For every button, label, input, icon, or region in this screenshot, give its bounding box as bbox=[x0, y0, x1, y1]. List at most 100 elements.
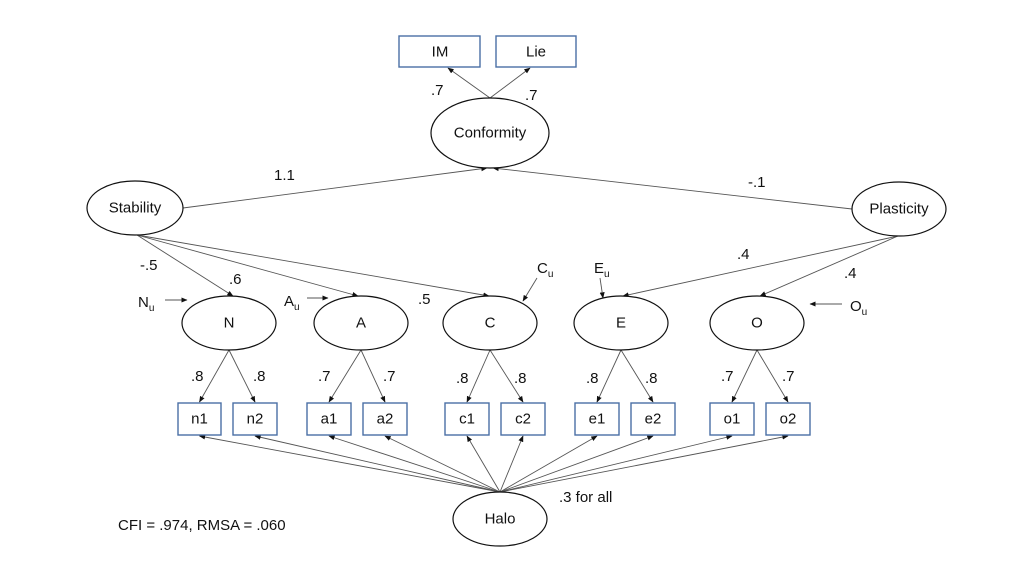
edge-plasticity-conformity bbox=[492, 166, 853, 210]
edge-conformity-im bbox=[447, 67, 491, 99]
path-label-a-a1: .7 bbox=[318, 368, 331, 385]
observed-e2: e2 bbox=[630, 402, 676, 436]
observed-label-e1: e1 bbox=[589, 411, 606, 428]
observed-label-a2: a2 bbox=[377, 411, 394, 428]
edge-a-a1 bbox=[328, 349, 362, 403]
residual-o: Ou bbox=[850, 298, 867, 318]
path-label-o-o1: .7 bbox=[721, 368, 734, 385]
observed-label-o1: o1 bbox=[724, 411, 741, 428]
edge-halo-e2 bbox=[499, 435, 654, 493]
path-label-n-n1: .8 bbox=[191, 368, 204, 385]
edge-halo-a2 bbox=[384, 435, 501, 493]
observed-label-n1: n1 bbox=[191, 411, 208, 428]
latent-conformity: Conformity bbox=[430, 97, 550, 169]
path-label-conformity-im: .7 bbox=[431, 82, 444, 99]
residual-label-e: Eu bbox=[594, 260, 610, 280]
path-label-stability-n: -.5 bbox=[140, 257, 158, 274]
latent-label-c: C bbox=[485, 315, 496, 332]
latent-ellipse-n bbox=[181, 295, 277, 351]
edges bbox=[136, 67, 899, 493]
residual-e: Eu bbox=[594, 260, 610, 280]
latent-ellipse-conformity bbox=[430, 97, 550, 169]
observed-box-o1 bbox=[709, 402, 755, 436]
edge-stability-n bbox=[136, 234, 234, 297]
observed-box-lie bbox=[495, 35, 577, 68]
indicator-boxes: n1 n2 a1 a2 c1 c2 e1 e2 o1 o2 bbox=[177, 402, 811, 436]
path-label-stability-conformity: 1.1 bbox=[274, 167, 295, 184]
observed-a1: a1 bbox=[306, 402, 352, 436]
edge-stability-c bbox=[136, 234, 490, 298]
latent-plasticity: Plasticity bbox=[851, 181, 947, 237]
residual-c: Cu bbox=[537, 260, 553, 280]
edge-o-o1 bbox=[731, 349, 758, 403]
observed-label-n2: n2 bbox=[247, 411, 264, 428]
latent-label-stability: Stability bbox=[109, 200, 162, 217]
observed-label-im: IM bbox=[432, 44, 449, 61]
observed-label-a1: a1 bbox=[321, 411, 338, 428]
observed-a2: a2 bbox=[362, 402, 408, 436]
path-label-n-n2: .8 bbox=[253, 368, 266, 385]
edge-halo-c2 bbox=[499, 435, 524, 493]
edge-halo-o2 bbox=[499, 434, 789, 493]
residual-label-a: Au bbox=[284, 293, 300, 313]
residual-label-c: Cu bbox=[537, 260, 553, 280]
edge-halo-c1 bbox=[466, 435, 501, 493]
observed-label-lie: Lie bbox=[526, 44, 546, 61]
edge-halo-e1 bbox=[499, 435, 598, 493]
latent-e: E bbox=[573, 295, 669, 351]
observed-box-im bbox=[398, 35, 481, 68]
latent-o: O bbox=[709, 295, 805, 351]
latent-stability: Stability bbox=[86, 180, 184, 236]
observed-n2: n2 bbox=[232, 402, 278, 436]
edge-n-n2 bbox=[228, 349, 256, 403]
observed-box-n2 bbox=[232, 402, 278, 436]
edge-stability-a bbox=[136, 234, 359, 297]
edge-residual-e bbox=[599, 277, 605, 299]
observed-box-n1 bbox=[177, 402, 222, 436]
latent-label-n: N bbox=[224, 315, 235, 332]
edge-stability-conformity bbox=[182, 166, 488, 209]
path-label-conformity-lie: .7 bbox=[525, 87, 538, 104]
observed-o1: o1 bbox=[709, 402, 755, 436]
path-label-stability-a: .6 bbox=[229, 271, 242, 288]
latent-halo: Halo bbox=[452, 491, 548, 547]
latent-n: N bbox=[181, 295, 277, 351]
path-labels: .7 .7 1.1 -.1 -.5 .6 .5 .4 .4 .8 .8 .7 .… bbox=[140, 82, 857, 506]
edge-a-a2 bbox=[360, 349, 386, 403]
observed-box-a1 bbox=[306, 402, 352, 436]
fit-statistics: CFI = .974, RMSA = .060 bbox=[118, 517, 286, 534]
observed-label-o2: o2 bbox=[780, 411, 797, 428]
path-label-plasticity-o: .4 bbox=[844, 265, 857, 282]
observed-box-e2 bbox=[630, 402, 676, 436]
observed-box-c2 bbox=[500, 402, 546, 436]
edge-n-n1 bbox=[199, 349, 230, 403]
path-label-e-e2: .8 bbox=[645, 370, 658, 387]
path-label-c-c2: .8 bbox=[514, 370, 527, 387]
edge-e-e2 bbox=[620, 349, 654, 403]
latent-ellipse-o bbox=[709, 295, 805, 351]
path-label-plasticity-conformity: -.1 bbox=[748, 174, 766, 191]
observed-box-o2 bbox=[765, 402, 811, 436]
observed-o2: o2 bbox=[765, 402, 811, 436]
path-label-halo-all: .3 for all bbox=[559, 489, 612, 506]
observed-im: IM bbox=[398, 35, 481, 68]
path-label-o-o2: .7 bbox=[782, 368, 795, 385]
edge-plasticity-e bbox=[622, 235, 899, 298]
observed-box-c1 bbox=[444, 402, 490, 436]
edge-c-c2 bbox=[489, 349, 524, 403]
observed-label-c2: c2 bbox=[515, 411, 531, 428]
edge-plasticity-o bbox=[759, 235, 899, 297]
observed-c1: c1 bbox=[444, 402, 490, 436]
residual-a: Au bbox=[284, 293, 300, 313]
latent-ellipse-e bbox=[573, 295, 669, 351]
latent-label-conformity: Conformity bbox=[454, 125, 527, 142]
path-label-plasticity-e: .4 bbox=[737, 246, 750, 263]
edge-c-c1 bbox=[466, 349, 491, 403]
latent-a: A bbox=[313, 295, 409, 351]
edge-halo-o1 bbox=[499, 434, 733, 493]
edge-o-o2 bbox=[756, 349, 789, 403]
latent-ellipse-plasticity bbox=[851, 181, 947, 237]
edge-e-e1 bbox=[596, 349, 622, 403]
observed-label-c1: c1 bbox=[459, 411, 475, 428]
edge-halo-n2 bbox=[254, 434, 501, 493]
